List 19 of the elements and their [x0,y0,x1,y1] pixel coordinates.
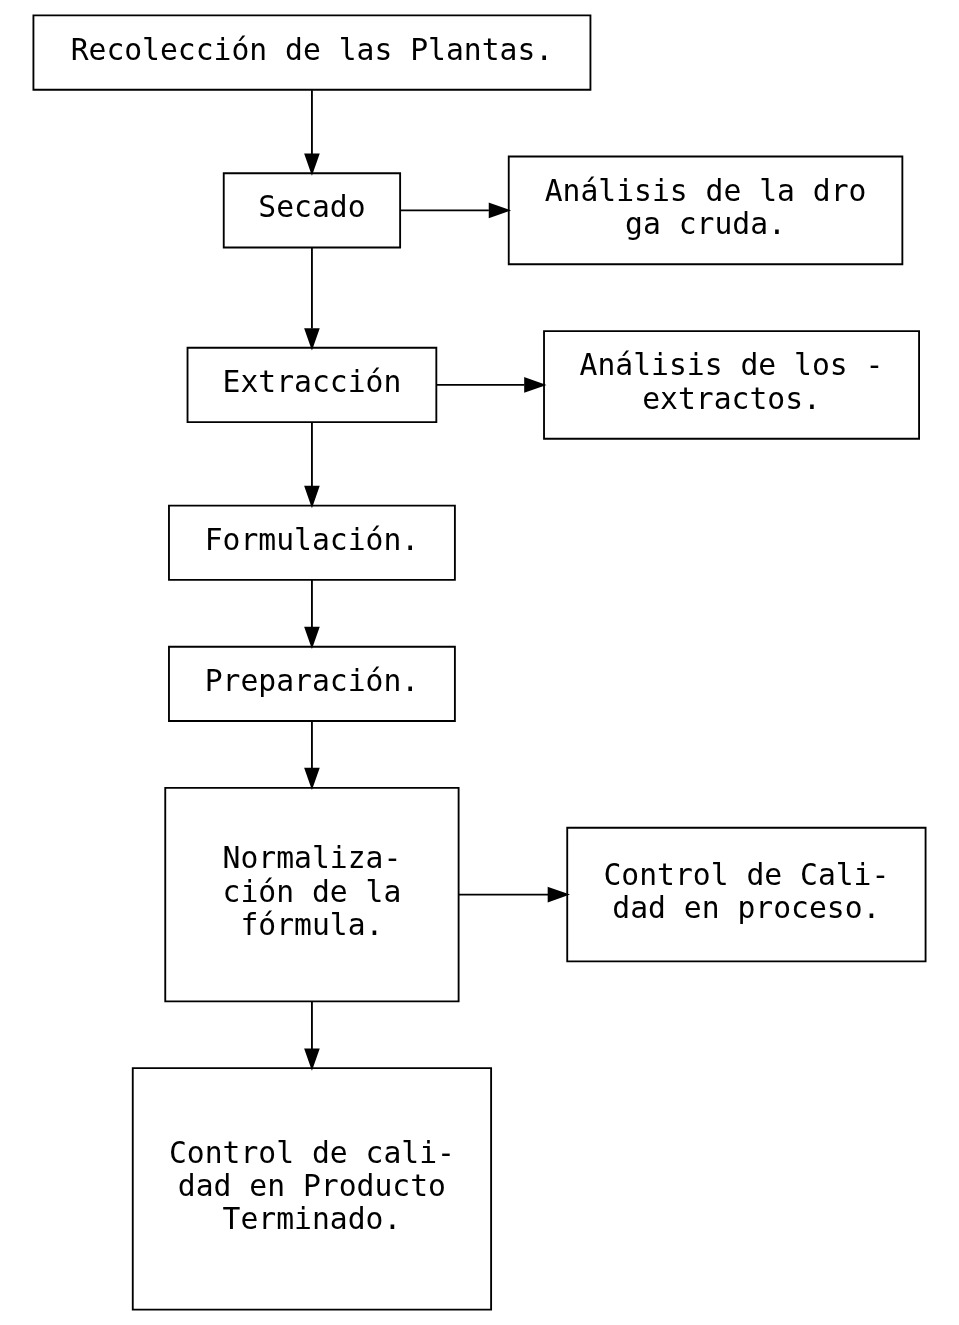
arrow [304,579,320,650]
arrow [304,1000,320,1071]
node-box: Extracción [186,346,438,423]
arrow [304,421,320,509]
arrow [304,720,320,791]
node-box: Control de cali- dad en Producto Terminado. [131,1067,493,1311]
arrow [304,89,320,176]
arrow [435,377,547,393]
node-box: Normaliza- ción de la fórmula. [164,786,460,1003]
arrow [399,202,512,219]
node-box: Análisis de la dro ga cruda. [507,155,904,266]
node-box: Preparación. [168,645,456,722]
node-box: Análisis de los - extractos. [543,330,920,440]
node-box: Recolección de las Plantas. [32,14,592,91]
node-box: Secado [222,172,402,249]
node-box: Formulación. [168,504,456,581]
node-box: Control de Cali- dad en proceso. [566,826,927,963]
arrow [457,886,570,903]
arrow [304,246,320,351]
